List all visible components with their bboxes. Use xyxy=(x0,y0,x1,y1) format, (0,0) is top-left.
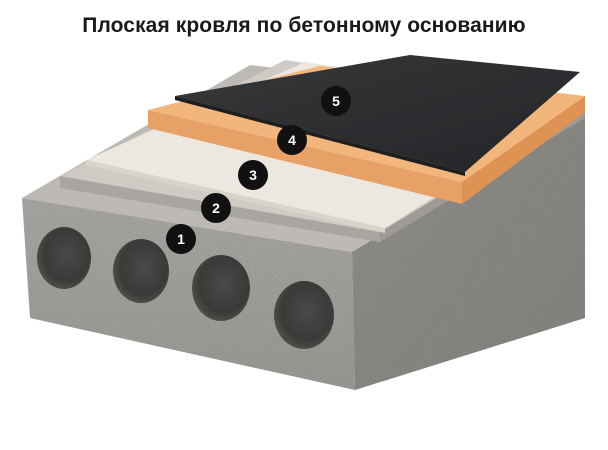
marker-circle xyxy=(201,193,231,223)
hollow-core xyxy=(113,239,169,303)
insulation-side-face xyxy=(462,96,585,204)
marker-number: 2 xyxy=(212,200,220,216)
hollow-core xyxy=(192,255,250,321)
marker-number: 4 xyxy=(288,132,296,148)
layer-marker-2: 2 xyxy=(201,193,231,223)
marker-number: 3 xyxy=(249,167,257,183)
membrane-layer xyxy=(175,55,580,176)
layer-marker-3: 3 xyxy=(238,160,268,190)
page-title: Плоская кровля по бетонному основанию xyxy=(82,14,526,37)
marker-circle xyxy=(238,160,268,190)
marker-number: 5 xyxy=(332,93,340,109)
layer-marker-1: 1 xyxy=(166,224,196,254)
layer-marker-4: 4 xyxy=(277,125,307,155)
marker-circle xyxy=(321,86,351,116)
layer-marker-5: 5 xyxy=(321,86,351,116)
insulation-front-face xyxy=(148,110,462,204)
marker-circle xyxy=(277,125,307,155)
slab-hollow-cores xyxy=(37,227,334,349)
marker-number: 1 xyxy=(177,231,185,247)
marker-circle xyxy=(166,224,196,254)
hollow-core xyxy=(37,227,91,289)
hollow-core xyxy=(274,281,334,349)
